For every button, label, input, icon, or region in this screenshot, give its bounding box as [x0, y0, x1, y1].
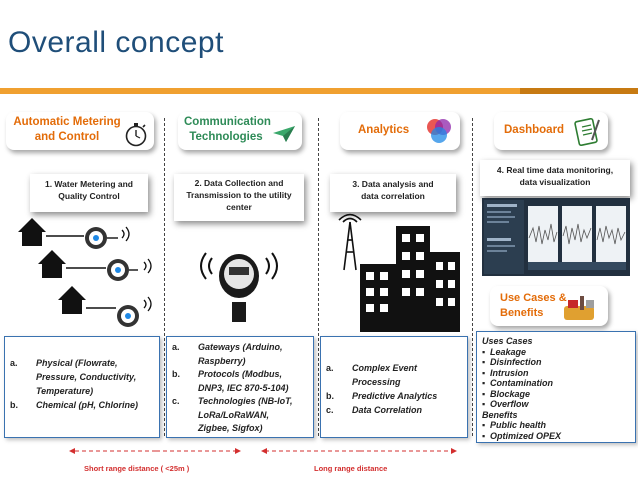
list-item: a.Physical (Flowrate,Pressure, Conductiv… [10, 358, 137, 396]
benefits-list: Public health Optimized OPEX [482, 420, 561, 441]
houses-meters-illustration [18, 218, 152, 327]
benefits-heading: Benefits [482, 409, 518, 420]
list-item: Intrusion [482, 368, 561, 379]
step-1-line1: 1. Water Metering and [44, 179, 133, 189]
step-3-line2: data correlation [361, 191, 425, 201]
wifi-signal-icon [200, 252, 278, 280]
house-icon [58, 286, 86, 314]
list-item: Blockage [482, 389, 561, 400]
tools-icon [564, 296, 594, 320]
list-item: b.Predictive Analytics [326, 391, 438, 401]
step-2-box: 2. Data Collection and Transmission to t… [174, 174, 304, 221]
uses-list: Leakage Disinfection Intrusion Contamina… [482, 347, 561, 410]
clipboard-icon [574, 117, 600, 146]
step-2-line2: Transmission to the utility [186, 190, 292, 200]
use-cases-line1: Use Cases & [500, 292, 567, 304]
communication-list: a.Gateways (Arduino,Raspberry) b.Protoco… [172, 341, 293, 436]
long-range-label: Long range distance [314, 464, 388, 473]
list-item: Optimized OPEX [482, 431, 561, 442]
title-rule-accent [520, 88, 638, 94]
paper-plane-icon [273, 126, 295, 142]
page-title: Overall concept [8, 26, 224, 59]
wireless-meter-illustration [200, 252, 278, 322]
step-4-line2: data visualization [519, 177, 591, 187]
column-divider [318, 118, 319, 436]
header-metering-line2: and Control [34, 131, 100, 143]
list-item: b.Chemical (pH, Chlorine) [10, 400, 139, 410]
step-4-box: 4. Real time data monitoring, data visua… [480, 160, 630, 196]
header-dashboard: Dashboard [494, 112, 608, 150]
title-rule [0, 88, 638, 94]
antenna-tower-icon [338, 213, 362, 271]
water-meter-icon [117, 305, 139, 327]
sensors-list: a.Physical (Flowrate,Pressure, Conductiv… [10, 356, 138, 412]
list-item: c.Data Correlation [326, 405, 423, 415]
header-analytics-label: Analytics [358, 124, 410, 136]
use-cases-box: Uses Cases Leakage Disinfection Intrusio… [476, 331, 636, 443]
communication-box: a.Gateways (Arduino,Raspberry) b.Protoco… [166, 336, 314, 438]
use-cases-line2: Benefits [500, 307, 544, 319]
header-communication: Communication Technologies [178, 112, 302, 150]
step-4-line1: 4. Real time data monitoring, [496, 165, 614, 175]
uses-heading: Uses Cases [482, 336, 533, 346]
step-1-box: 1. Water Metering and Quality Control [30, 174, 148, 212]
water-meter-icon [107, 259, 129, 281]
list-item: Disinfection [482, 357, 561, 368]
stopwatch-icon [125, 123, 147, 147]
dashboard-screenshot [482, 198, 630, 276]
list-item: Leakage [482, 347, 561, 358]
list-item: Contamination [482, 378, 561, 389]
list-item: c.Technologies (NB-IoT,LoRa/LoRaWAN,Zigb… [172, 396, 293, 433]
house-icon [18, 218, 46, 246]
sensors-box: a.Physical (Flowrate,Pressure, Conductiv… [4, 336, 160, 438]
step-2-line3: center [226, 202, 252, 212]
list-item: Public health [482, 420, 561, 431]
header-dashboard-label: Dashboard [504, 124, 565, 136]
header-communication-line2: Technologies [189, 131, 263, 143]
wifi-signal-icon [121, 226, 152, 312]
column-divider [472, 118, 473, 436]
smart-meter-icon [219, 254, 259, 322]
list-item: b.Protocols (Modbus,DNP3, IEC 870-5-104) [172, 369, 289, 393]
step-1-line2: Quality Control [58, 191, 120, 201]
header-analytics: Analytics [340, 112, 460, 150]
header-metering-line1: Automatic Metering [13, 116, 121, 128]
water-meter-icon [85, 227, 107, 249]
column-divider [164, 118, 165, 436]
header-communication-line1: Communication [184, 116, 271, 128]
list-item: Overflow [482, 399, 561, 410]
buildings-illustration [338, 213, 460, 332]
header-metering: Automatic Metering and Control [6, 112, 154, 150]
list-item: a.Gateways (Arduino,Raspberry) [172, 342, 283, 366]
step-3-box: 3. Data analysis and data correlation [330, 174, 456, 212]
distance-arrows [69, 448, 457, 454]
step-2-line1: 2. Data Collection and [194, 178, 284, 188]
step-3-line1: 3. Data analysis and [352, 179, 434, 189]
analytics-circles-icon [427, 119, 451, 143]
building-icon [360, 226, 460, 332]
house-icon [38, 250, 66, 278]
use-cases-label: Use Cases & Benefits [490, 286, 608, 326]
short-range-label: Short range distance ( <25m ) [84, 464, 190, 473]
